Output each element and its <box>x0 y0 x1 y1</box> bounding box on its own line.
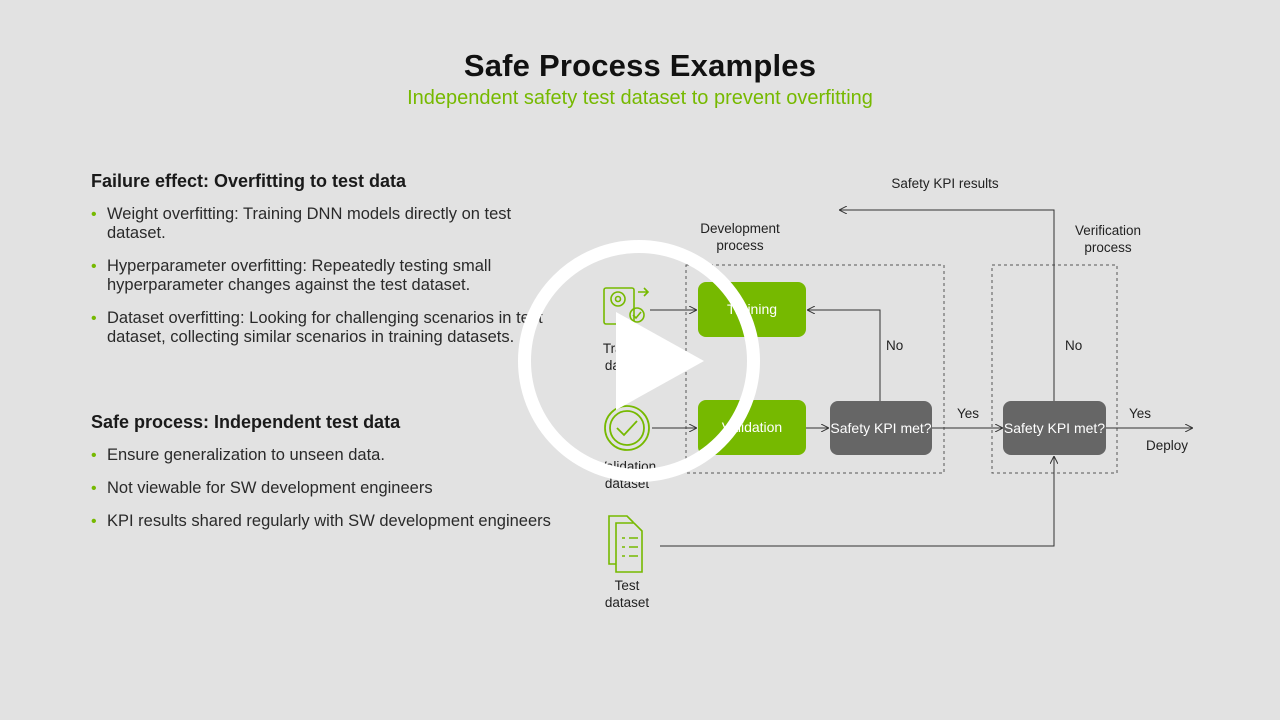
failure-bullet-list: Weight overfitting: Training DNN models … <box>91 205 561 361</box>
safe-bullet: Ensure generalization to unseen data. <box>91 446 561 465</box>
failure-heading: Failure effect: Overfitting to test data <box>91 171 407 191</box>
verif-no-label: No <box>1065 338 1083 353</box>
kpi-results-arrow <box>840 210 1055 401</box>
dev-kpi-box: Safety KPI met? <box>830 401 932 455</box>
dev-no-label: No <box>886 338 904 353</box>
failure-bullet: Weight overfitting: Training DNN models … <box>91 205 561 243</box>
verif-yes-label: Yes <box>1129 406 1152 421</box>
safe-bullet-list: Ensure generalization to unseen data. No… <box>91 446 561 545</box>
play-icon[interactable] <box>616 312 704 410</box>
dev-yes-label: Yes <box>957 406 980 421</box>
slide-title: Safe Process Examples <box>463 48 817 83</box>
safe-bullet: KPI results shared regularly with SW dev… <box>91 512 561 531</box>
test-dataset-arrow <box>660 457 1054 547</box>
verification-process-label: Verification process <box>1074 223 1142 255</box>
failure-bullet: Hyperparameter overfitting: Repeatedly t… <box>91 257 561 295</box>
kpi-results-label: Safety KPI results <box>891 176 999 191</box>
dev-no-loop <box>808 310 881 401</box>
play-button[interactable] <box>518 240 760 482</box>
verif-kpi-box: Safety KPI met? <box>1003 401 1106 455</box>
slide-subtitle: Independent safety test dataset to preve… <box>407 87 873 109</box>
development-process-label: Development process <box>700 221 780 253</box>
safe-heading: Safe process: Independent test data <box>91 412 401 432</box>
safe-bullet: Not viewable for SW development engineer… <box>91 479 561 498</box>
test-dataset-icon <box>608 515 643 573</box>
deploy-label: Deploy <box>1146 438 1189 453</box>
test-dataset-label: Test dataset <box>604 578 650 610</box>
failure-bullet: Dataset overfitting: Looking for challen… <box>91 309 561 347</box>
